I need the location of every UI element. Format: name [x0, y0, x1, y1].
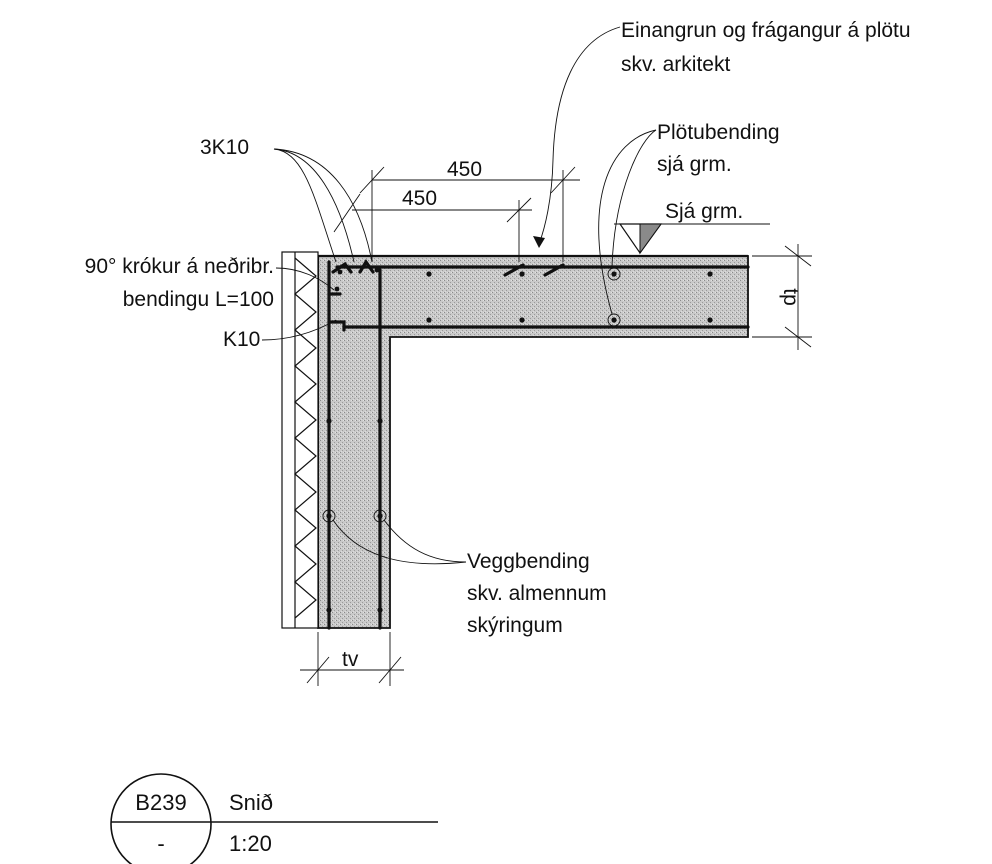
section-title: Snið	[229, 790, 273, 815]
slab-reinforcement	[327, 259, 750, 332]
hook-label-2: bendingu L=100	[123, 288, 274, 311]
hook-label: 90° krókur á neðribr.	[85, 255, 274, 278]
wall-rebar-label-2: skv. almennum	[467, 582, 607, 605]
slab-thickness-dimension	[752, 244, 812, 350]
bars-3k10-label: 3K10	[200, 136, 249, 159]
lap-dimensions	[333, 166, 580, 262]
detail-id: B239	[135, 790, 186, 815]
wall-rebar-label: Veggbending	[467, 550, 590, 573]
insulation-label-2: skv. arkitekt	[621, 53, 730, 76]
title-block	[110, 773, 438, 864]
sheet-ref: -	[157, 831, 164, 856]
slab-rebar-label-2: sjá grm.	[657, 153, 732, 176]
dim-450-inner-label: 450	[402, 187, 437, 210]
bar-k10-label: K10	[223, 328, 260, 351]
dim-450-outer-label: 450	[447, 158, 482, 181]
section-scale: 1:20	[229, 831, 272, 856]
slab-thickness-label: tp	[779, 288, 802, 306]
wall-thickness-dimension	[300, 632, 404, 686]
level-mark-icon	[614, 223, 770, 255]
wall-thickness-label: tv	[342, 648, 359, 671]
leader-lines	[261, 26, 657, 565]
wall-insulation	[281, 251, 319, 629]
level-mark-label: Sjá grm.	[665, 200, 743, 223]
slab-rebar-label: Plötubending	[657, 121, 780, 144]
wall-rebar-label-3: skýringum	[467, 614, 563, 637]
insulation-label: Einangrun og frágangur á plötu	[621, 19, 911, 42]
